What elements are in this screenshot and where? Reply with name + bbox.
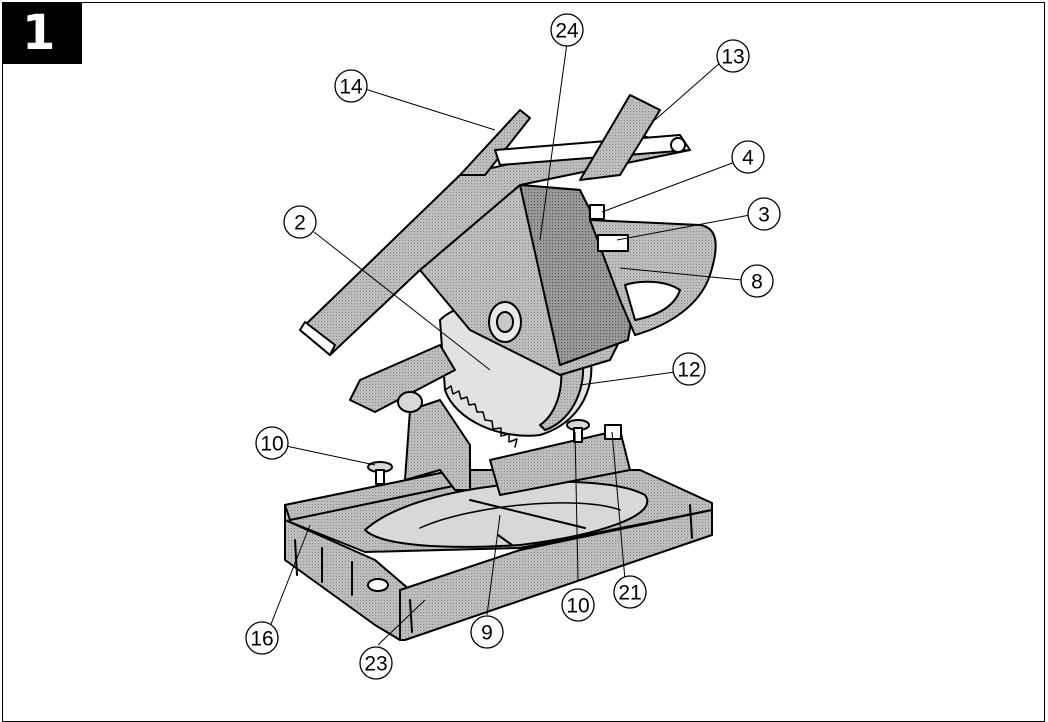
svg-text:4: 4	[742, 147, 754, 170]
base-slot-4	[409, 599, 413, 633]
svg-text:3: 3	[758, 204, 770, 227]
clamp-knob-left-stem	[375, 469, 385, 485]
callout-23: 23	[359, 646, 393, 680]
figure-number-badge: 1	[2, 2, 82, 64]
svg-text:23: 23	[364, 653, 387, 676]
motor-head	[349, 184, 636, 413]
callout-4: 4	[731, 140, 765, 174]
svg-text:9: 9	[481, 622, 493, 645]
fence-knob	[670, 137, 686, 153]
table-front-edge	[299, 321, 336, 356]
clamp-knob-right-stem	[573, 427, 583, 443]
upper-table	[299, 94, 691, 356]
blade-teeth	[444, 385, 518, 448]
callout-8: 8	[740, 264, 774, 298]
handle-opening	[624, 280, 681, 321]
leader-3	[616, 214, 751, 241]
svg-text:13: 13	[721, 46, 744, 69]
leader-23	[377, 599, 426, 646]
lock-off-button	[589, 204, 605, 220]
turntable-scale-arc	[419, 502, 621, 529]
callout-21: 21	[613, 575, 647, 609]
callout-10-left: 10	[255, 426, 289, 460]
svg-text:24: 24	[555, 20, 579, 43]
saw-illustration	[284, 94, 717, 641]
svg-text:16: 16	[250, 628, 273, 651]
svg-text:14: 14	[339, 76, 363, 99]
callout-14: 14	[334, 69, 368, 103]
callout-12: 12	[672, 352, 706, 386]
leader-24	[539, 42, 568, 241]
leader-21	[611, 431, 626, 581]
callout-9: 9	[470, 615, 504, 649]
callouts: 24 13 14 4 2 3 8 12 10 10 21 9 16 23	[245, 13, 781, 680]
callout-13: 13	[716, 39, 750, 73]
leader-9	[486, 514, 501, 616]
leader-10a	[271, 442, 376, 466]
bevel-lock-bolt	[604, 424, 622, 440]
svg-text:12: 12	[677, 359, 700, 382]
base-mount-hole	[367, 578, 389, 592]
svg-text:21: 21	[618, 582, 641, 605]
leader-12	[579, 371, 676, 386]
callout-3: 3	[747, 197, 781, 231]
miter-saw-diagram: 24 13 14 4 2 3 8 12 10 10 21 9 16 23	[245, 13, 781, 680]
leader-14	[364, 88, 496, 131]
leader-13	[654, 61, 722, 121]
callout-10-right: 10	[561, 588, 595, 622]
base-slot-5	[689, 504, 693, 539]
trigger-switch	[597, 234, 629, 252]
callout-2: 2	[283, 205, 317, 239]
leader-2	[313, 231, 491, 371]
riving-knife-guard	[459, 109, 531, 176]
blade-arbor-nut	[496, 311, 514, 333]
leader-10b	[574, 431, 579, 581]
base-slot-3	[294, 539, 298, 576]
callout-16: 16	[245, 621, 279, 655]
svg-text:10: 10	[260, 433, 283, 456]
turntable-pointer	[497, 534, 513, 546]
svg-text:10: 10	[566, 595, 589, 618]
leader-4	[601, 161, 736, 213]
svg-text:8: 8	[751, 271, 763, 294]
arm	[349, 344, 456, 413]
base-front-face	[399, 509, 713, 641]
svg-text:2: 2	[294, 212, 306, 235]
saw-kerf-line	[469, 499, 586, 529]
pivot-knob	[397, 391, 423, 413]
callout-24: 24	[550, 13, 584, 47]
table-back-panel	[579, 94, 661, 181]
support-column	[404, 399, 471, 491]
leader-8	[619, 267, 743, 281]
